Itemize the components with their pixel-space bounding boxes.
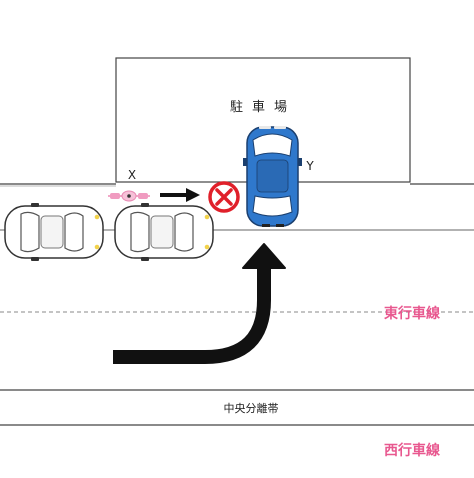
blue-car — [243, 126, 302, 227]
turn-arrow-icon — [113, 243, 286, 364]
eastbound-lane-label: 東行車線 — [384, 305, 440, 322]
median-label: 中央分離帯 — [224, 401, 279, 415]
bicycle-icon — [108, 190, 150, 202]
white-car-front — [114, 202, 214, 262]
white-car-rear — [4, 202, 104, 262]
parking-lot-label: 駐車場 — [230, 100, 296, 115]
point-x-label: X — [128, 168, 136, 182]
no-entry-icon — [208, 181, 240, 213]
point-y-label: Y — [305, 159, 314, 173]
westbound-lane-label: 西行車線 — [384, 442, 440, 459]
right-arrow-icon — [160, 188, 200, 202]
